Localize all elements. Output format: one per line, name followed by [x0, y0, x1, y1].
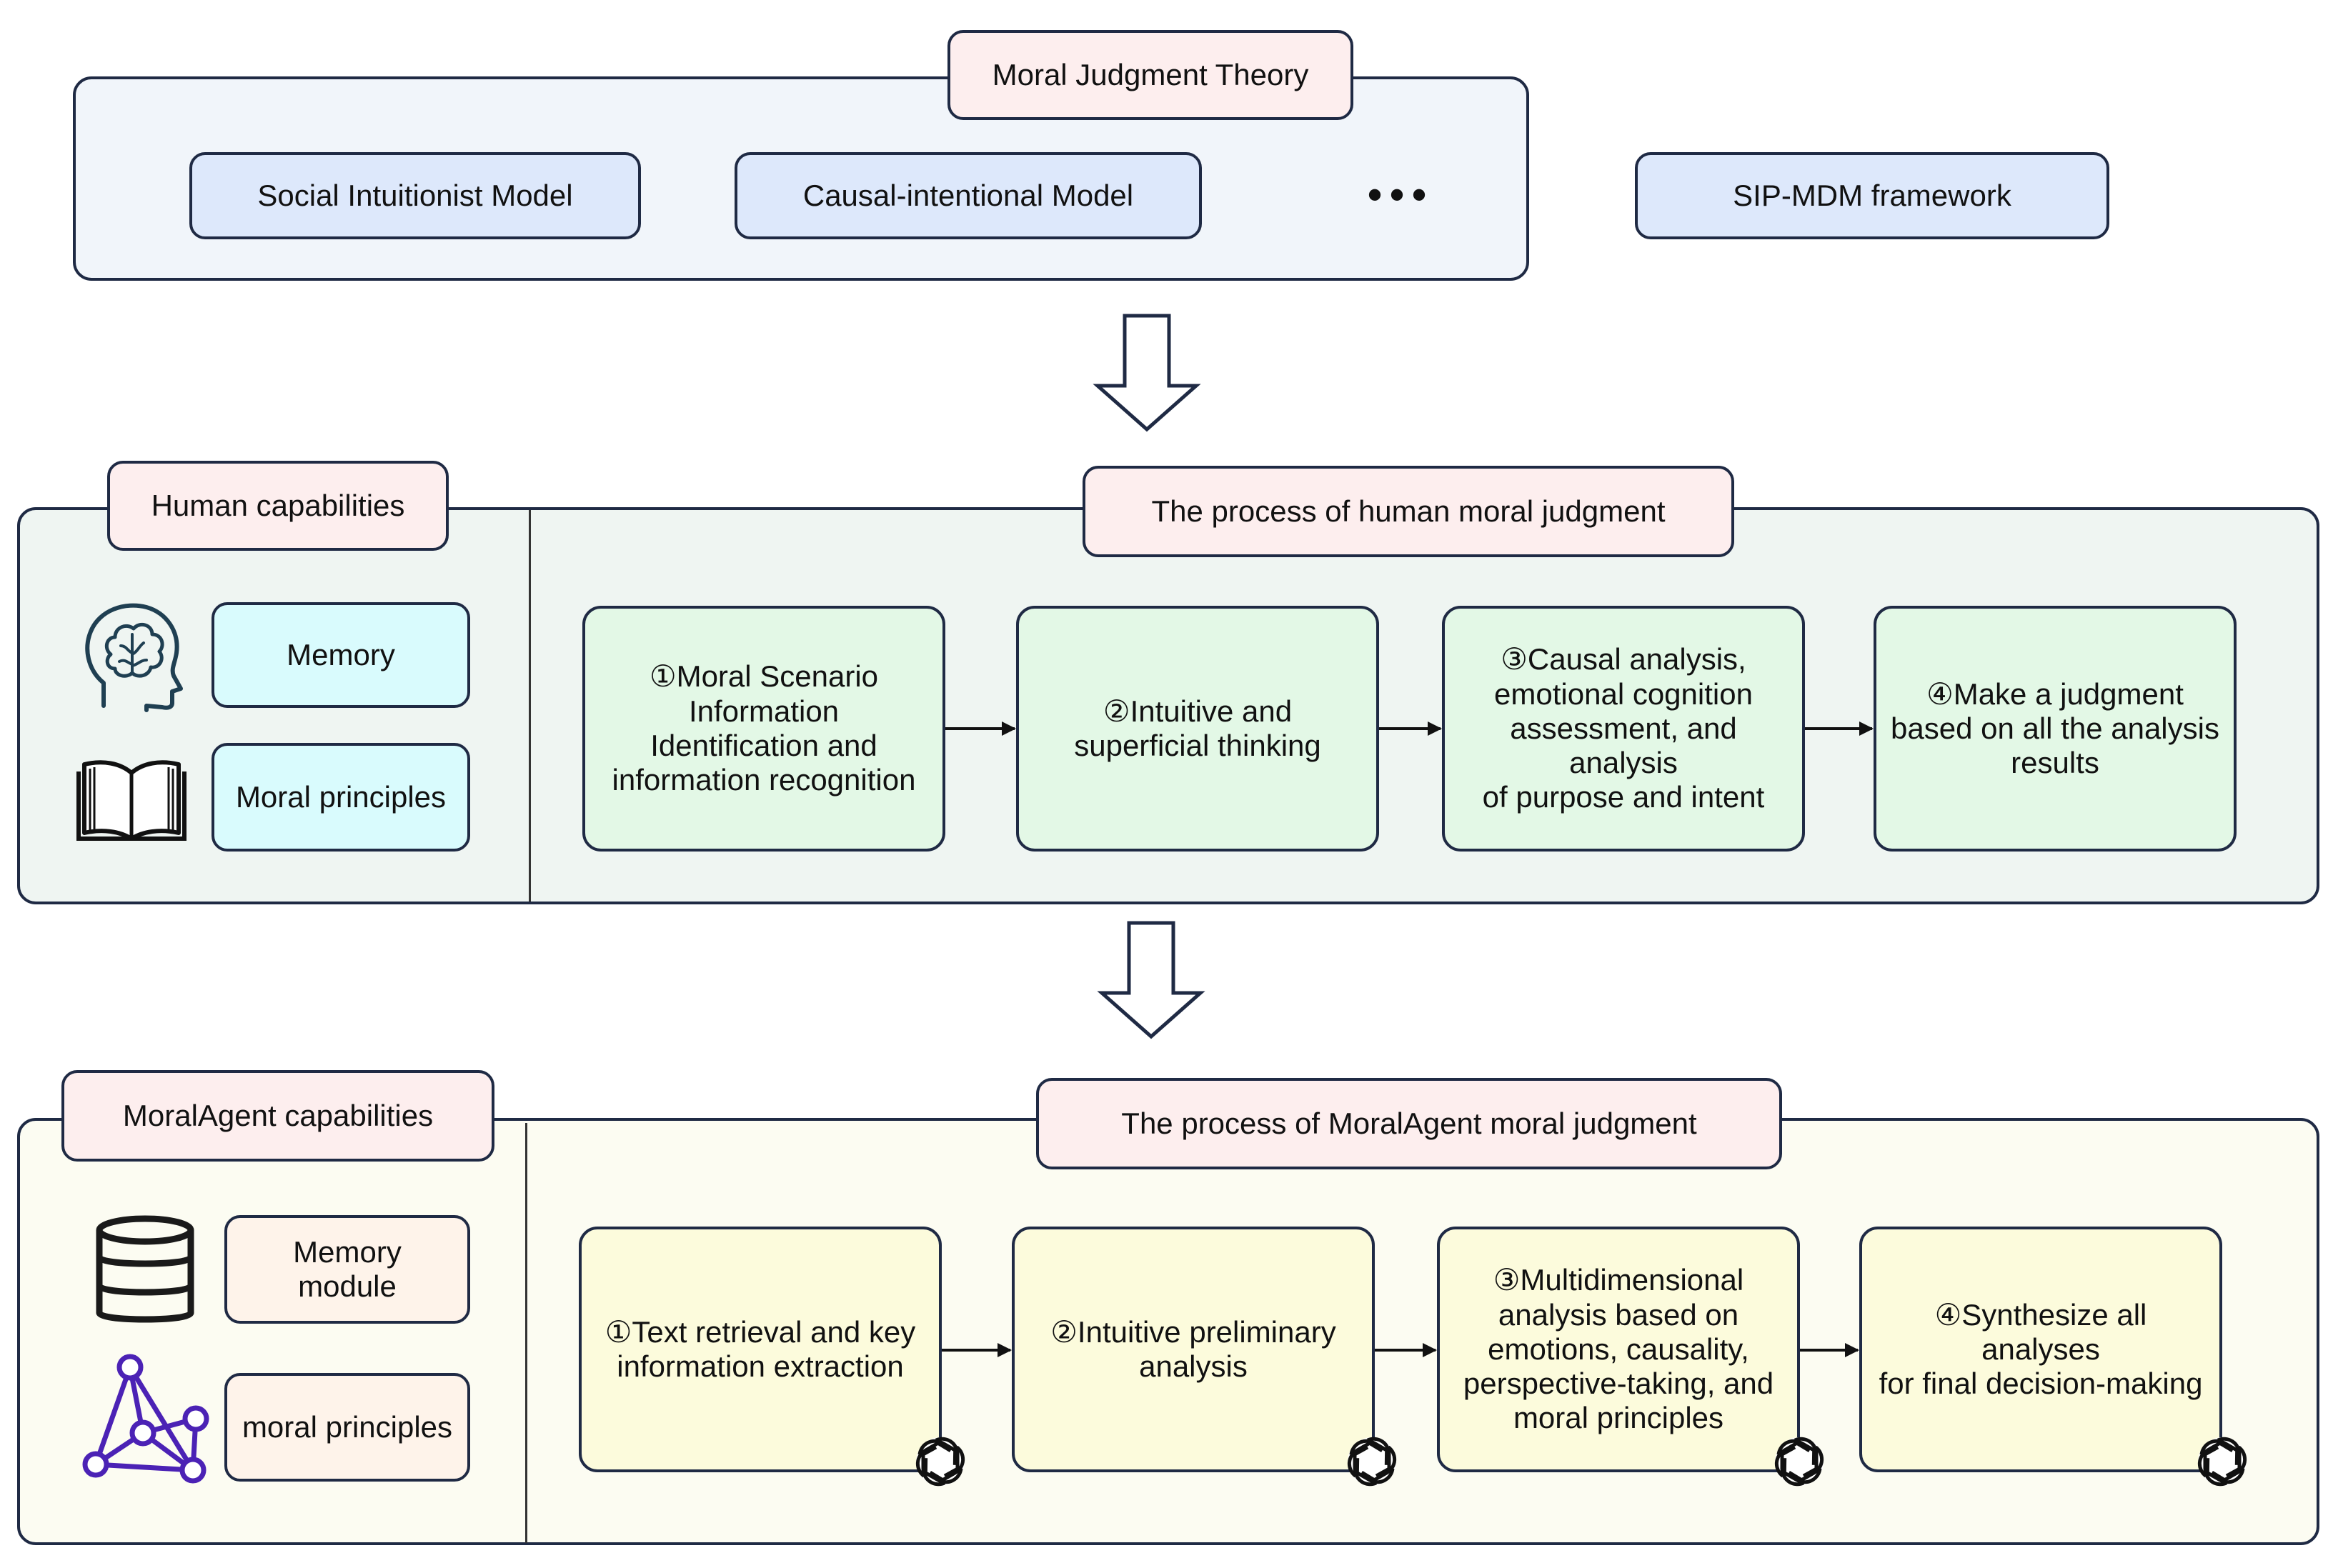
- agent-step-2: ②Intuitive preliminary analysis: [1012, 1227, 1375, 1472]
- down-arrow-2: [1097, 921, 1205, 1039]
- model-causal-intentional: Causal-intentional Model: [735, 152, 1202, 239]
- database-icon: [96, 1215, 194, 1323]
- brain-head-icon: [85, 603, 183, 712]
- more-models-ellipsis: •••: [1367, 170, 1434, 219]
- open-book-icon: [76, 760, 186, 841]
- human-step-1: ①Moral Scenario Information Identificati…: [582, 606, 945, 852]
- openai-logo-icon: [912, 1435, 968, 1487]
- agent-step-1: ①Text retrieval and key information extr…: [579, 1227, 942, 1472]
- agent-step-4: ④Synthesize all analyses for final decis…: [1859, 1227, 2222, 1472]
- human-step-4: ④Make a judgment based on all the analys…: [1874, 606, 2237, 852]
- human-capability-moral-principles: Moral principles: [212, 743, 470, 852]
- agent-capability-memory-module: Memory module: [224, 1215, 470, 1324]
- theory-title: Moral Judgment Theory: [947, 30, 1353, 120]
- human-capability-memory: Memory: [212, 602, 470, 708]
- agent-step-3: ③Multidimensional analysis based on emot…: [1437, 1227, 1800, 1472]
- human-capabilities-title: Human capabilities: [107, 461, 449, 551]
- agent-panel-divider: [525, 1123, 527, 1543]
- knowledge-graph-icon: [82, 1354, 209, 1484]
- agent-capability-moral-principles: moral principles: [224, 1373, 470, 1482]
- human-step-2: ②Intuitive and superficial thinking: [1016, 606, 1379, 852]
- agent-capabilities-title: MoralAgent capabilities: [61, 1070, 494, 1162]
- agent-process-title: The process of MoralAgent moral judgment: [1036, 1078, 1782, 1169]
- model-sip-mdm: SIP-MDM framework: [1635, 152, 2109, 239]
- openai-logo-icon: [2194, 1435, 2250, 1487]
- down-arrow-1: [1093, 314, 1201, 432]
- model-social-intuitionist: Social Intuitionist Model: [189, 152, 641, 239]
- human-panel-divider: [529, 510, 531, 902]
- human-step-3: ③Causal analysis, emotional cognition as…: [1442, 606, 1805, 852]
- human-process-title: The process of human moral judgment: [1083, 466, 1734, 557]
- openai-logo-icon: [1343, 1435, 1400, 1487]
- openai-logo-icon: [1771, 1435, 1827, 1487]
